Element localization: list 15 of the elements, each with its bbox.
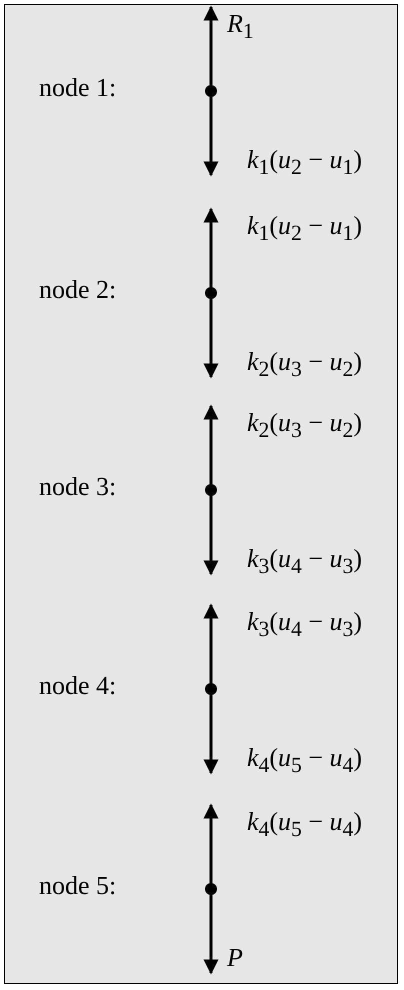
node-label: node 5: [39, 871, 116, 901]
node-label: node 3: [39, 472, 116, 502]
node-label: node 2: [39, 275, 116, 305]
force-label: k$_{1}$(u$_{2}$ − u$_{1}$) [247, 145, 362, 182]
force-label: k$_{1}$(u$_{2}$ − u$_{1}$) [247, 211, 362, 248]
force-label: R$_{1}$ [227, 9, 254, 46]
node-label: node 4: [39, 671, 116, 701]
node-label: node 1: [39, 73, 116, 103]
force-label: k$_{3}$(u$_{4}$ − u$_{3}$) [247, 607, 362, 644]
force-label: k$_{2}$(u$_{3}$ − u$_{2}$) [247, 408, 362, 444]
force-label: k$_{3}$(u$_{4}$ − u$_{3}$) [247, 544, 362, 580]
force-label: k$_{2}$(u$_{3}$ − u$_{2}$) [247, 347, 362, 384]
force-label: P [227, 943, 243, 973]
force-label: k$_{4}$(u$_{5}$ − u$_{4}$) [247, 743, 362, 780]
force-label: k$_{4}$(u$_{5}$ − u$_{4}$) [247, 807, 362, 844]
